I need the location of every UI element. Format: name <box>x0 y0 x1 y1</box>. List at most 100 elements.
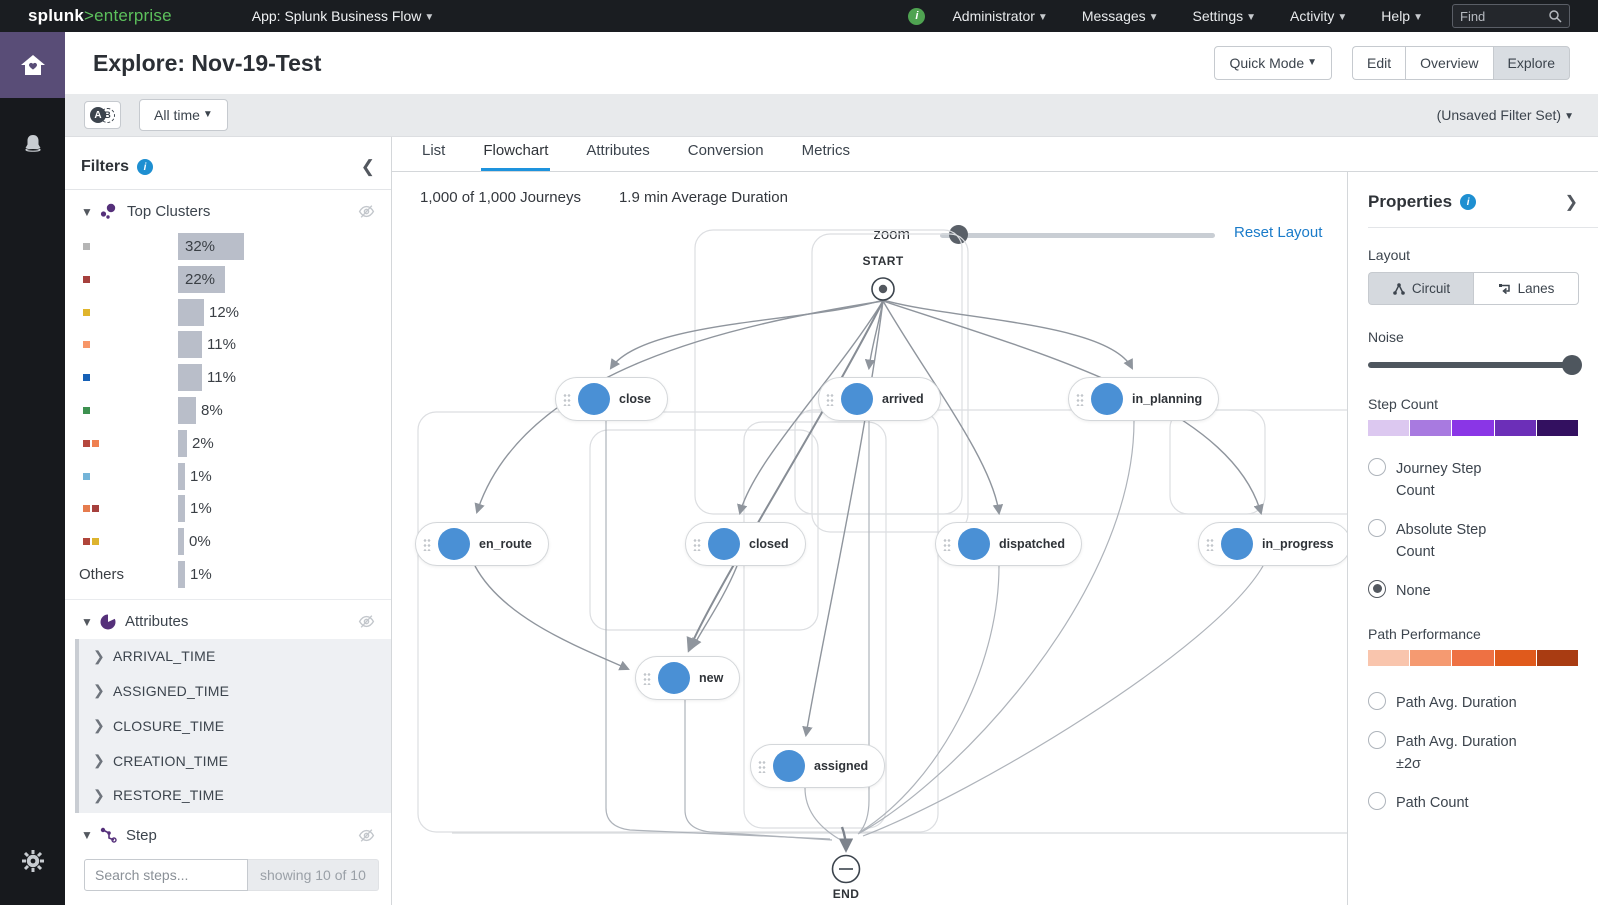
drag-handle-icon[interactable] <box>826 392 834 406</box>
radio-none[interactable]: None <box>1368 579 1578 602</box>
hide-attributes-icon[interactable] <box>358 613 375 630</box>
notifications-button[interactable] <box>21 132 45 161</box>
radio-icon[interactable] <box>1368 791 1386 810</box>
cluster-row[interactable]: 2% <box>65 427 391 460</box>
search-steps-input[interactable] <box>84 858 248 891</box>
properties-info-icon[interactable]: i <box>1460 194 1477 210</box>
cluster-row[interactable]: 11% <box>65 328 391 361</box>
zoom-slider[interactable] <box>940 233 1215 238</box>
cluster-row[interactable]: 32% <box>65 230 391 263</box>
explore-button[interactable]: Explore <box>1492 46 1570 80</box>
drag-handle-icon[interactable] <box>643 671 651 685</box>
hide-clusters-icon[interactable] <box>358 203 375 220</box>
flowchart-canvas[interactable]: 1,000 of 1,000 Journeys 1.9 min Average … <box>392 172 1347 905</box>
radio-icon[interactable] <box>1368 692 1386 711</box>
node-circle <box>708 528 740 560</box>
chevron-down-icon[interactable]: ▼ <box>81 614 93 629</box>
noise-slider[interactable] <box>1368 355 1582 375</box>
radio-path-count[interactable]: Path Count <box>1368 791 1578 814</box>
cluster-row[interactable]: 12% <box>65 296 391 329</box>
time-range-picker[interactable]: All time▼ <box>139 99 228 131</box>
drag-handle-icon[interactable] <box>1206 537 1214 551</box>
menu-messages[interactable]: Messages▼ <box>1081 8 1159 24</box>
radio-path-avg-duration[interactable]: Path Avg. Duration <box>1368 692 1578 714</box>
flow-node-arrived[interactable]: arrived <box>818 377 941 421</box>
quick-mode-button[interactable]: Quick Mode▼ <box>1214 46 1333 80</box>
circuit-layout-button[interactable]: Circuit <box>1368 272 1473 305</box>
attributes-icon <box>99 613 117 631</box>
drag-handle-icon[interactable] <box>943 537 951 551</box>
menu-help[interactable]: Help▼ <box>1381 8 1423 24</box>
hide-step-icon[interactable] <box>358 827 375 844</box>
filter-set-menu[interactable]: (Unsaved Filter Set)▼ <box>1436 107 1574 123</box>
attribute-row[interactable]: ❯RESTORE_TIME <box>93 786 225 804</box>
app-menu[interactable]: App: Splunk Business Flow▼ <box>251 8 435 24</box>
chevron-right-icon[interactable]: ❯ <box>93 752 105 769</box>
flow-node-in-planning[interactable]: in_planning <box>1068 377 1220 421</box>
drag-handle-icon[interactable] <box>758 759 766 773</box>
filters-info-icon[interactable]: i <box>137 159 154 175</box>
menu-activity[interactable]: Activity▼ <box>1290 8 1348 24</box>
flow-node-in-progress[interactable]: in_progress <box>1198 522 1347 566</box>
top-bar: splunk>enterprise App: Splunk Business F… <box>0 0 1598 32</box>
attribute-row[interactable]: ❯CLOSURE_TIME <box>93 717 225 734</box>
find-input[interactable] <box>1460 8 1548 24</box>
radio-icon[interactable] <box>1368 730 1386 749</box>
tab-attributes[interactable]: Attributes <box>586 142 650 159</box>
noise-slider-thumb[interactable] <box>1562 355 1582 375</box>
radio-journey-step-count[interactable]: Journey Step Count <box>1368 458 1578 503</box>
radio-icon[interactable] <box>1368 518 1386 537</box>
menu-settings[interactable]: Settings▼ <box>1192 8 1257 24</box>
attribute-row[interactable]: ❯ASSIGNED_TIME <box>93 682 230 699</box>
flow-node-new[interactable]: new <box>635 656 741 700</box>
settings-rail-button[interactable] <box>20 848 46 879</box>
chevron-right-icon[interactable]: ❯ <box>93 786 105 803</box>
collapse-properties-icon[interactable]: ❯ <box>1564 194 1578 211</box>
flow-node-closed[interactable]: closed <box>685 522 806 566</box>
lanes-layout-button[interactable]: Lanes <box>1473 272 1579 305</box>
drag-handle-icon[interactable] <box>563 392 571 406</box>
cluster-row[interactable]: 1% <box>65 492 391 525</box>
drag-handle-icon[interactable] <box>423 537 431 551</box>
compare-ab-button[interactable]: A B <box>84 101 121 129</box>
cluster-row[interactable]: 1% <box>65 460 391 493</box>
step-count-label: Step Count <box>1368 396 1439 412</box>
attributes-label: Attributes <box>125 613 189 631</box>
cluster-row[interactable]: 22% <box>65 263 391 296</box>
collapse-filters-icon[interactable]: ❮ <box>360 157 375 176</box>
menu-administrator[interactable]: Administrator▼ <box>952 8 1048 24</box>
radio-absolute-step-count[interactable]: Absolute Step Count <box>1368 518 1578 564</box>
chevron-right-icon[interactable]: ❯ <box>93 682 105 699</box>
chevron-right-icon[interactable]: ❯ <box>93 717 105 734</box>
flow-node-close[interactable]: close <box>555 377 668 421</box>
chevron-right-icon[interactable]: ❯ <box>93 647 105 664</box>
drag-handle-icon[interactable] <box>693 537 701 551</box>
attribute-row[interactable]: ❯CREATION_TIME <box>93 752 229 769</box>
chevron-down-icon[interactable]: ▼ <box>81 828 93 843</box>
admin-info-icon[interactable]: i <box>908 7 926 25</box>
tab-conversion[interactable]: Conversion <box>687 142 764 159</box>
flow-node-dispatched[interactable]: dispatched <box>935 522 1082 566</box>
reset-layout-link[interactable]: Reset Layout <box>1234 224 1323 241</box>
edit-button[interactable]: Edit <box>1352 46 1406 80</box>
cluster-row[interactable]: 8% <box>65 394 391 427</box>
attribute-row[interactable]: ❯ARRIVAL_TIME <box>93 647 216 665</box>
radio-icon-selected[interactable] <box>1368 579 1386 598</box>
overview-button[interactable]: Overview <box>1405 46 1493 80</box>
cluster-row-others[interactable]: Others 1% <box>65 558 391 591</box>
path-performance-label: Path Performance <box>1368 626 1481 643</box>
tab-list[interactable]: List <box>422 142 446 159</box>
flow-node-en-route[interactable]: en_route <box>415 522 549 566</box>
attributes-list: ❯ARRIVAL_TIME ❯ASSIGNED_TIME ❯CLOSURE_TI… <box>75 638 391 813</box>
tab-metrics[interactable]: Metrics <box>801 142 850 159</box>
tab-flowchart[interactable]: Flowchart <box>481 142 551 171</box>
cluster-row[interactable]: 0% <box>65 525 391 558</box>
flow-node-assigned[interactable]: assigned <box>750 744 886 788</box>
home-nav-button[interactable] <box>0 32 65 98</box>
chevron-down-icon[interactable]: ▼ <box>81 204 93 219</box>
radio-path-avg-duration-2sigma[interactable]: Path Avg. Duration ±2σ <box>1368 730 1578 776</box>
find-search-box[interactable] <box>1452 4 1570 28</box>
cluster-row[interactable]: 11% <box>65 361 391 394</box>
drag-handle-icon[interactable] <box>1076 392 1084 406</box>
radio-icon[interactable] <box>1368 458 1386 476</box>
